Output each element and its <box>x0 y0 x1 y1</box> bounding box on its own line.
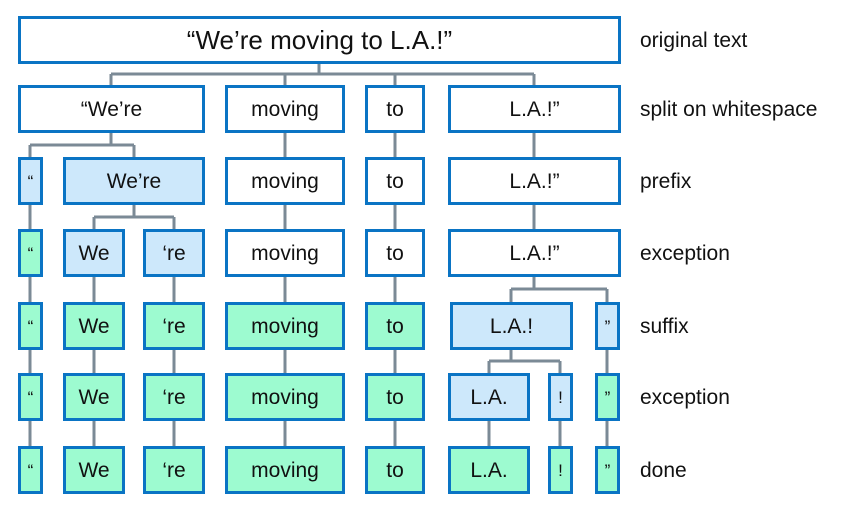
row-label: split on whitespace <box>640 98 818 121</box>
row-label: done <box>640 459 687 482</box>
token-box: moving <box>225 446 345 494</box>
token-box: We’re <box>63 157 205 205</box>
connector <box>28 133 136 157</box>
token-box: “ <box>18 302 43 350</box>
token-box: We <box>63 302 125 350</box>
token-box: ” <box>595 446 620 494</box>
token-box: “We’re <box>18 85 205 133</box>
token-box: to <box>365 446 425 494</box>
token-box: ! <box>548 446 573 494</box>
row-label: suffix <box>640 315 689 338</box>
token-box: moving <box>225 229 345 277</box>
token-box: L.A. <box>448 373 530 421</box>
row-label: exception <box>640 242 730 265</box>
connector <box>487 350 562 373</box>
token-box: ‘re <box>143 373 205 421</box>
token-box: to <box>365 85 425 133</box>
row-label: exception <box>640 386 730 409</box>
token-box: We <box>63 373 125 421</box>
token-box: L.A. <box>448 446 530 494</box>
token-box: moving <box>225 302 345 350</box>
token-box: L.A.!” <box>448 229 621 277</box>
token-box: ” <box>595 302 620 350</box>
row-label: prefix <box>640 170 692 193</box>
token-box: ” <box>595 373 620 421</box>
token-box: “ <box>18 157 43 205</box>
token-box: ‘re <box>143 229 205 277</box>
token-box: L.A.! <box>450 302 573 350</box>
row-label: original text <box>640 29 748 52</box>
connector <box>92 205 176 229</box>
token-box: moving <box>225 85 345 133</box>
token-box: to <box>365 157 425 205</box>
token-box: “We’re moving to L.A.!” <box>18 16 621 64</box>
token-box: “ <box>18 446 43 494</box>
token-box: “ <box>18 373 43 421</box>
connector <box>509 277 609 302</box>
token-box: moving <box>225 373 345 421</box>
token-box: L.A.!” <box>448 157 621 205</box>
token-box: moving <box>225 157 345 205</box>
connector <box>109 64 536 85</box>
token-box: ‘re <box>143 302 205 350</box>
token-box: to <box>365 229 425 277</box>
token-box: “ <box>18 229 43 277</box>
token-box: L.A.!” <box>448 85 621 133</box>
token-box: We <box>63 229 125 277</box>
token-box: ‘re <box>143 446 205 494</box>
token-box: to <box>365 373 425 421</box>
token-box: to <box>365 302 425 350</box>
token-box: We <box>63 446 125 494</box>
token-box: ! <box>548 373 573 421</box>
